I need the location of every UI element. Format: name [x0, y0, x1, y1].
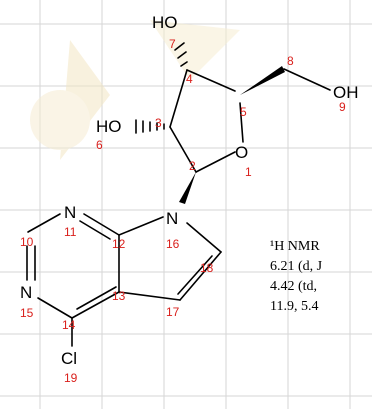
- bond-c8-o9: [283, 68, 331, 91]
- nmr-text-block: ¹H NMR 6.21 (d, J 4.42 (td, 11.9, 5.4: [270, 239, 323, 314]
- bond-c14-c13-double: [76, 286, 117, 310]
- carbon-18-number: 18: [200, 261, 214, 275]
- carbon-5-number: 5: [240, 105, 247, 119]
- atom-cl-number: 19: [64, 371, 78, 385]
- bond-c18-c17: [179, 251, 222, 301]
- atom-o1-label: O: [235, 143, 248, 162]
- atom-o6-label: HO: [96, 117, 122, 136]
- atom-n16-number: 16: [166, 237, 180, 251]
- nmr-line-2: 6.21 (d, J: [270, 259, 323, 274]
- atom-o9-number: 9: [339, 100, 346, 114]
- carbon-17-number: 17: [166, 305, 180, 319]
- carbon-13-number: 13: [112, 289, 126, 303]
- atom-o6-number: 6: [96, 138, 103, 152]
- bond-c2-c3: [169, 126, 197, 173]
- bond-o1-c2: [195, 151, 236, 173]
- atom-cl-label: Cl: [61, 349, 77, 368]
- nmr-line-4: 11.9, 5.4: [270, 299, 318, 314]
- atom-o1-number: 1: [245, 165, 252, 179]
- wedge-bond-c2-n16: [179, 172, 196, 204]
- bond-n16-c18: [186, 222, 222, 253]
- bond-c3-c4: [169, 69, 188, 128]
- carbon-numbers: 2 3 4 5 8 12 13 14 17 18: [62, 54, 294, 332]
- carbon-8-number: 8: [287, 54, 294, 68]
- carbon-12-number: 12: [112, 237, 126, 251]
- bond-c14-c13: [71, 291, 120, 319]
- bond-n11-n10: [27, 213, 61, 233]
- carbon-14-number: 14: [62, 318, 76, 332]
- hashed-bond-c4-o7: [174, 42, 188, 67]
- wedge-bond-c5-c8: [240, 66, 285, 95]
- bond-n15-c14: [37, 297, 73, 319]
- atom-n11-label: N: [64, 203, 76, 222]
- bond-c5-o1: [239, 102, 244, 143]
- bond-c17-c13: [118, 291, 181, 301]
- watermark-logo: [30, 20, 240, 160]
- atom-n15-label: N: [20, 283, 32, 302]
- atom-o7-label: HO: [152, 13, 178, 32]
- bond-c12-n16: [118, 216, 164, 236]
- atom-o9-label: OH: [333, 83, 359, 102]
- carbon-3-number: 3: [155, 116, 162, 130]
- atom-labels: HO 7 OH 9 HO 6 O 1 N 11 N 16 N 10 N 15 C…: [20, 13, 359, 385]
- bond-c12-n11: [83, 213, 120, 236]
- atom-n10-number: 10: [20, 235, 34, 249]
- atom-n15-number: 15: [20, 306, 34, 320]
- atom-o7-number: 7: [169, 37, 176, 51]
- bond-c18-c17-double: [177, 255, 213, 295]
- carbon-4-number: 4: [186, 72, 193, 86]
- bond-c4-c5: [186, 69, 236, 92]
- atom-n16-label: N: [166, 209, 178, 228]
- nmr-line-3: 4.42 (td,: [270, 279, 317, 294]
- bonds: [26, 42, 331, 347]
- hashed-bond-c3-o6: [135, 119, 165, 134]
- nmr-line-1: ¹H NMR: [270, 239, 320, 254]
- carbon-2-number: 2: [189, 159, 196, 173]
- bond-c12-n11-double: [79, 220, 111, 240]
- atom-n11-number: 11: [64, 225, 77, 239]
